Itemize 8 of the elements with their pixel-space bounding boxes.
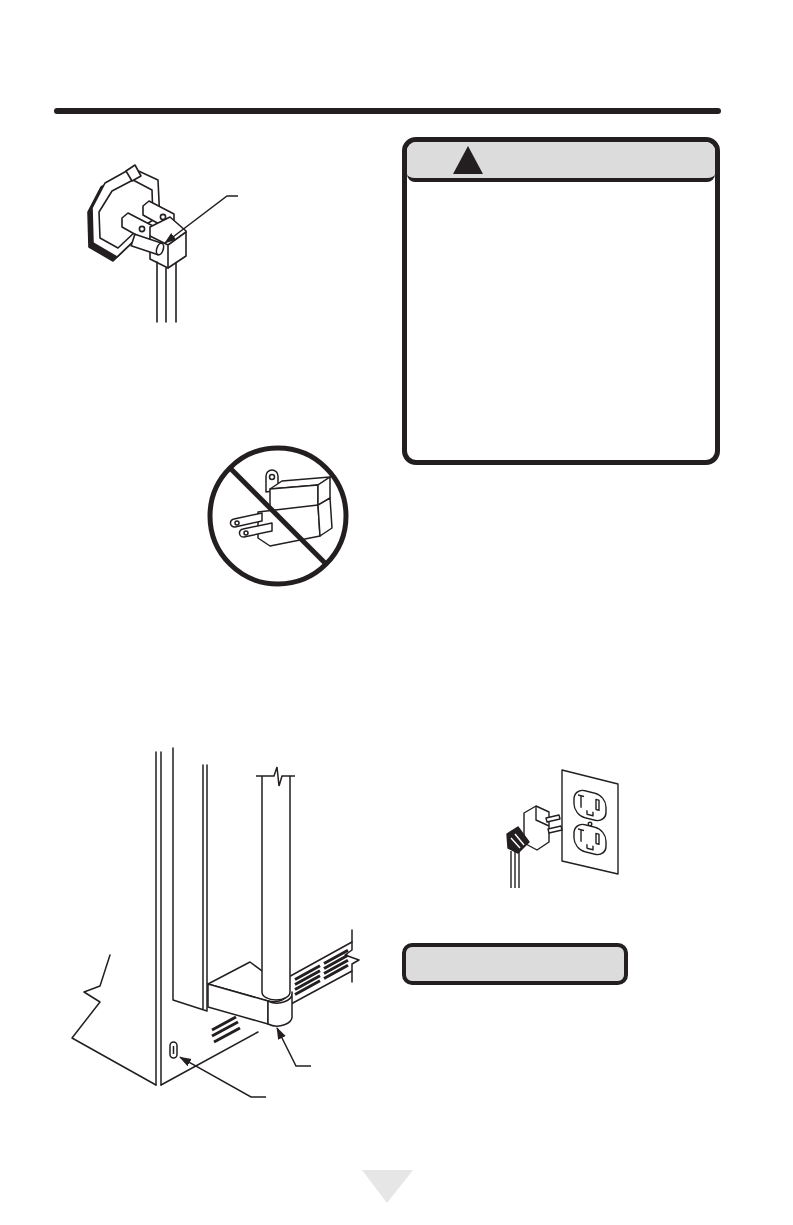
leader-line	[164, 195, 239, 244]
warning-header-band	[407, 142, 715, 182]
warning-box	[402, 137, 720, 465]
heading-banner	[402, 943, 628, 985]
leader-line	[276, 1027, 312, 1067]
mounting-slot	[168, 1040, 180, 1060]
leader-line	[179, 1056, 267, 1098]
pipe-bracket	[206, 958, 294, 1028]
